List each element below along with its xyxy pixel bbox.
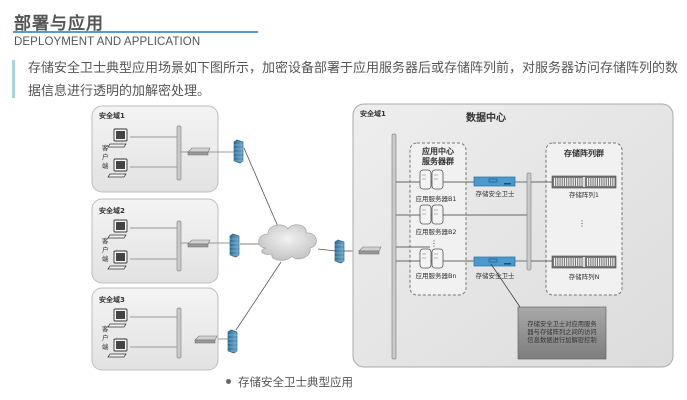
client-pc-icon (107, 219, 128, 239)
firewall-icon (334, 239, 345, 264)
storage-array-icon (551, 175, 617, 189)
client-pc-icon (107, 128, 128, 148)
switch-icon (194, 335, 218, 344)
app-group-title-1: 应用中心 (422, 146, 454, 156)
client-pc-icon (107, 338, 128, 358)
callout-line (490, 263, 521, 308)
figure-caption: 存储安全卫士典型应用 (226, 374, 353, 390)
domain-label: 安全域2 (99, 206, 125, 215)
firewall-icon (227, 329, 238, 354)
firewall-icon (233, 139, 244, 164)
intro-paragraph: 存储安全卫士典型应用场景如下图所示，加密设备部署于应用服务器后或存储阵列前，对服… (28, 61, 679, 99)
app-group-title-2: 服务器群 (422, 156, 454, 166)
bullet-dot (226, 379, 231, 384)
storage-ellipsis: ⋮ (578, 219, 586, 228)
storage-array-label-1: 存储阵列1 (569, 190, 599, 199)
datacenter-bus-right (526, 172, 532, 271)
note-line-1: 存储安全卫士对应用服务 (527, 319, 597, 328)
server-icon (419, 169, 444, 190)
switch-icon (187, 239, 211, 248)
firewall-icon (229, 233, 240, 258)
domain-label: 安全域1 (99, 111, 125, 120)
datacenter-panel: 安全域1 数据中心 (352, 103, 674, 368)
page-title: 部署与应用 (14, 14, 104, 34)
server-icon (419, 248, 444, 269)
note-line-2: 器与存储阵列之间的访问 (527, 327, 596, 336)
storage-array-icon (551, 255, 617, 269)
server-ellipsis: ⋮ (430, 239, 438, 248)
client-label: 客户端 (102, 143, 109, 170)
guard-label-1: 存储安全卫士 (476, 189, 516, 198)
storage-array-label-n: 存储阵列N (569, 272, 600, 281)
callout-note (517, 306, 607, 360)
client-pc-icon (107, 250, 128, 270)
client-label: 客户端 (102, 324, 109, 351)
internet-cloud-icon (258, 224, 317, 261)
storage-guard-device-2 (473, 256, 516, 267)
bus-bar (176, 220, 182, 272)
server-icon (419, 204, 444, 225)
server-label-b1: 应用服务器B1 (415, 194, 456, 203)
switch-icon (358, 246, 382, 255)
note-line-3: 信息数据进行加解密控制 (527, 335, 596, 344)
server-label-bn: 应用服务器Bn (415, 271, 456, 280)
client-pc-icon (107, 158, 128, 178)
switch-icon (187, 147, 211, 156)
page-subtitle: DEPLOYMENT AND APPLICATION (14, 36, 201, 48)
client-pc-icon (107, 308, 128, 328)
datacenter-domain-label: 安全域1 (360, 109, 386, 118)
server-label-b2: 应用服务器B2 (415, 227, 456, 236)
security-domain-3: 安全域3 (91, 287, 219, 371)
title-divider (13, 31, 258, 33)
caption-text: 存储安全卫士典型应用 (238, 375, 353, 389)
guard-label-2: 存储安全卫士 (476, 271, 516, 280)
client-label: 客户端 (102, 236, 109, 263)
quote-bar (12, 60, 15, 98)
storage-guard-device-1 (473, 176, 516, 187)
datacenter-bus-left (391, 133, 397, 360)
storage-group-title: 存储阵列群 (563, 148, 604, 158)
bus-bar (176, 125, 182, 181)
bus-bar (176, 307, 182, 359)
domain-label: 安全域3 (99, 295, 125, 304)
datacenter-title: 数据中心 (466, 111, 506, 124)
